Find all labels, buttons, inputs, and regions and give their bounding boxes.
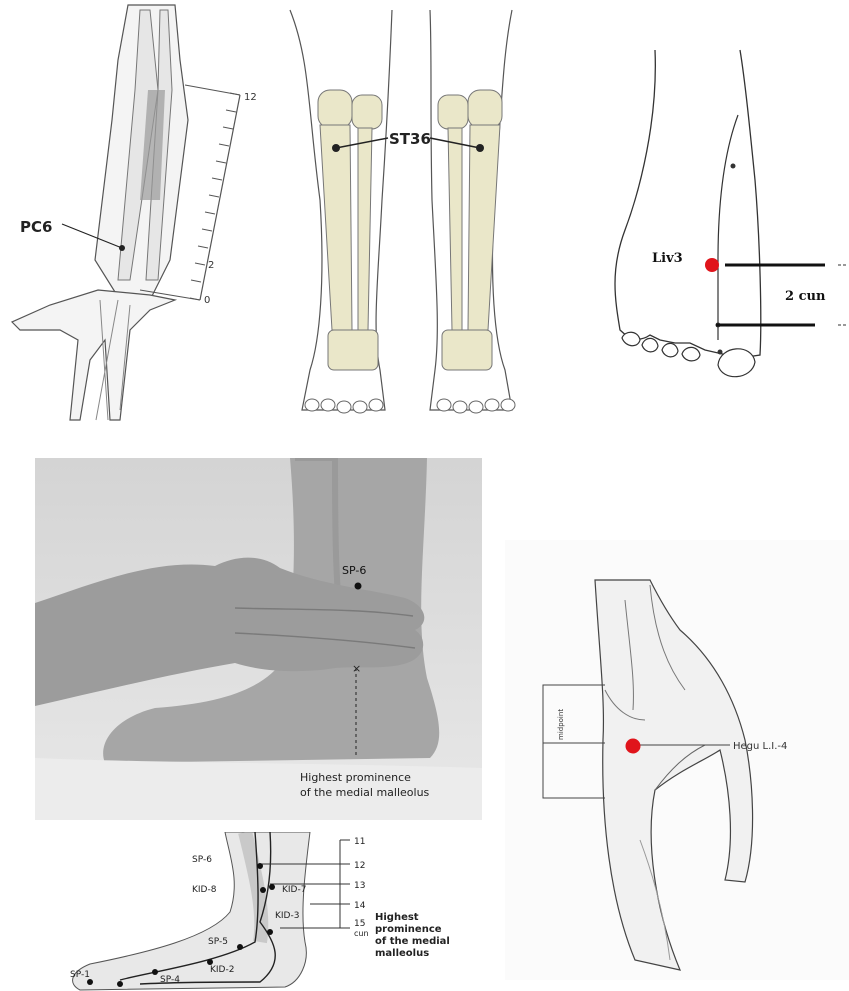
malleolus-mark: × — [352, 662, 361, 675]
legs-illustration: ST36 — [280, 0, 530, 430]
liv3-point — [705, 258, 719, 272]
label-sp4: SP-4 — [160, 975, 180, 985]
forearm-illustration: 12 2 0 PC6 — [0, 0, 270, 430]
label-kid2: KID-2 — [210, 965, 234, 975]
note-line-4: malleolus — [375, 948, 429, 959]
hand-diagram: midpoint Hegu L.I.-4 — [505, 540, 849, 980]
ankle-photo-illustration: SP-6 × Highest prominence of the medial … — [35, 458, 482, 820]
liv3-label: Liv3 — [652, 251, 683, 266]
note-line-3: of the medial — [375, 936, 450, 947]
scale-zero-label: 0 — [204, 295, 210, 306]
caption-line-2: of the medial malleolus — [300, 786, 430, 799]
hegu-label: Hegu L.I.-4 — [733, 741, 787, 752]
scale-top-label: 12 — [244, 92, 257, 103]
label-kid3: KID-3 — [275, 911, 299, 921]
foot-diagram: Liv3 2 cun — [600, 40, 849, 390]
hegu-point — [626, 739, 641, 754]
note-line-2: prominence — [375, 924, 442, 935]
legs-diagram: ST36 — [280, 0, 530, 430]
label-sp1: SP-1 — [70, 970, 90, 980]
scale-14: 14 — [354, 901, 366, 911]
caption-line-1: Highest prominence — [300, 771, 411, 784]
label-sp5: SP-5 — [208, 937, 228, 947]
sp6-point — [355, 583, 362, 590]
pc6-point — [119, 245, 125, 251]
hand-illustration: midpoint Hegu L.I.-4 — [505, 540, 849, 980]
scale-12: 12 — [354, 861, 365, 871]
ankle-chart-illustration: 11 12 13 14 15 cun Highest prominence of… — [60, 832, 460, 991]
label-sp6: SP-6 — [192, 855, 212, 865]
label-kid8: KID-8 — [192, 885, 217, 895]
pc6-label: PC6 — [20, 218, 52, 236]
note-line-1: Highest — [375, 912, 419, 923]
label-kid7: KID-7 — [282, 885, 306, 895]
scale-unit: cun — [354, 929, 369, 938]
scale-15: 15 — [354, 919, 365, 929]
scale-13: 13 — [354, 881, 365, 891]
midpoint-label: midpoint — [557, 709, 565, 740]
ankle-photo: SP-6 × Highest prominence of the medial … — [35, 458, 482, 820]
distance-label: 2 cun — [785, 289, 826, 304]
st36-left-point — [332, 144, 340, 152]
ankle-chart: 11 12 13 14 15 cun Highest prominence of… — [60, 832, 460, 991]
st36-right-point — [476, 144, 484, 152]
st36-label: ST36 — [389, 130, 431, 148]
foot-illustration: Liv3 2 cun — [600, 40, 849, 390]
forearm-diagram: 12 2 0 PC6 — [0, 0, 270, 430]
sp6-label: SP-6 — [342, 564, 366, 577]
scale-two-label: 2 — [208, 260, 214, 271]
scale-11: 11 — [354, 837, 365, 847]
